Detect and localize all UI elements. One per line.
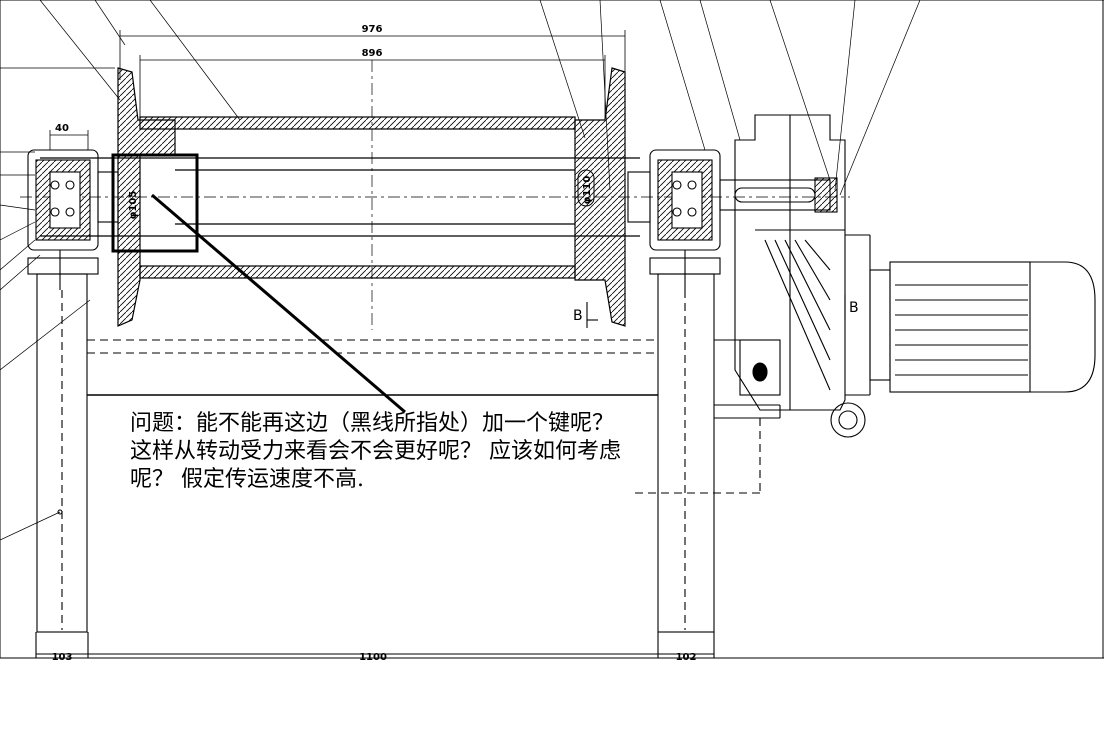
dimension-976: 976 bbox=[362, 24, 383, 35]
motor bbox=[869, 261, 1096, 393]
dimension-1100: 1100 bbox=[359, 652, 387, 663]
highlight-box bbox=[111, 153, 199, 253]
frame bbox=[35, 273, 781, 658]
drum bbox=[20, 60, 850, 330]
keyway-right bbox=[577, 169, 595, 207]
gearbox bbox=[734, 114, 871, 438]
dimension-phi110: φ110 bbox=[582, 176, 593, 205]
pointer-line bbox=[151, 193, 406, 414]
dimension-103: 103 bbox=[52, 652, 73, 663]
dimension-102: 102 bbox=[676, 652, 697, 663]
dimension-896: 896 bbox=[362, 48, 383, 59]
coupling bbox=[719, 177, 838, 213]
question-text: 问题：能不能再这边（黑线所指处）加一个键呢？ 这样从转动受力来看会不会更好呢？ … bbox=[130, 411, 621, 492]
dimension-40: 40 bbox=[55, 123, 69, 134]
right-bearing bbox=[627, 149, 721, 290]
left-bearing bbox=[27, 149, 119, 290]
dimension-phi105: φ105 bbox=[128, 191, 139, 220]
section-label-b-left: B bbox=[573, 308, 583, 324]
drawing-border bbox=[0, 0, 1104, 659]
section-label-b-right: B bbox=[849, 300, 859, 316]
section-marker-left bbox=[586, 302, 598, 328]
